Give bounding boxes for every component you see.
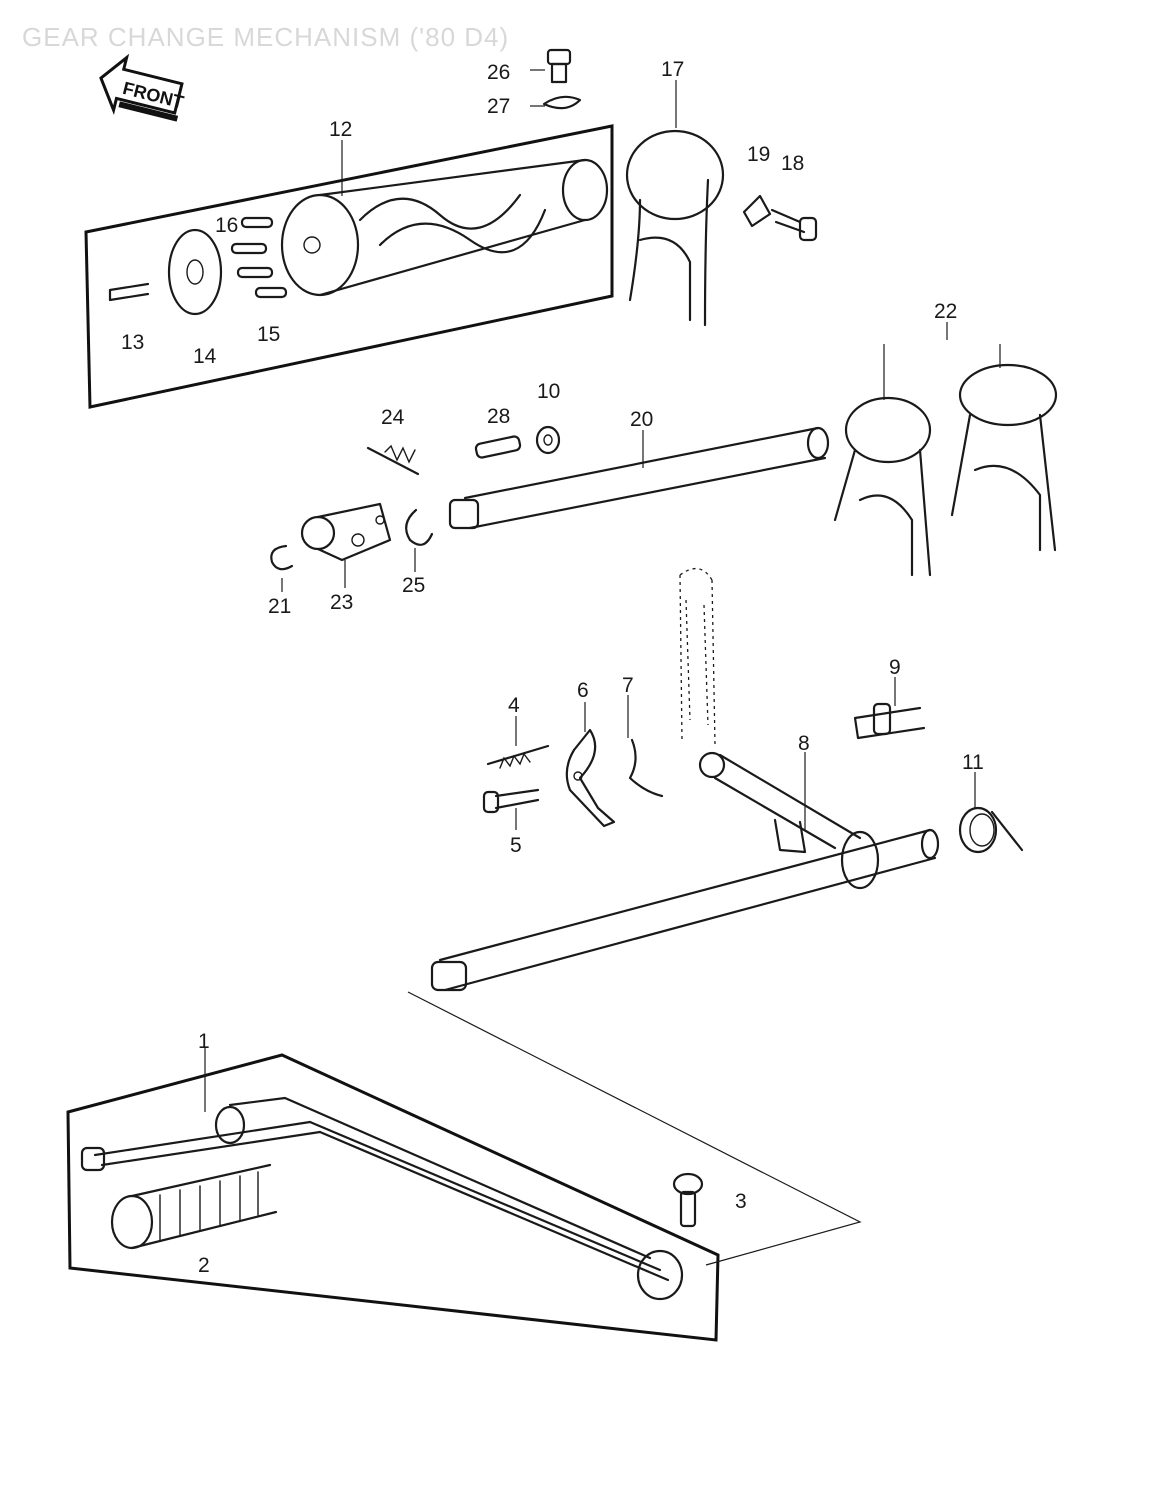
callout-10: 10 <box>537 380 560 403</box>
shaft-to-pedal-guide <box>407 991 862 1266</box>
callout-7: 7 <box>622 674 634 697</box>
callout-6: 6 <box>577 679 589 702</box>
callout-12: 12 <box>329 118 352 141</box>
part-18-bolt <box>770 208 818 242</box>
part-19-plate <box>742 194 772 228</box>
callout-3: 3 <box>735 1190 747 1213</box>
callout-16: 16 <box>215 214 238 237</box>
part-26-screw <box>546 48 572 84</box>
leader-lines <box>204 69 1001 1112</box>
callout-9: 9 <box>889 656 901 679</box>
callout-2: 2 <box>198 1254 210 1277</box>
callout-labels: 1 2 3 4 5 6 7 8 9 10 11 12 13 14 15 16 1… <box>121 58 984 1277</box>
callout-18: 18 <box>781 152 804 175</box>
part-17-fork <box>625 129 725 327</box>
part-8-shaft-assembly <box>430 568 940 992</box>
callout-1: 1 <box>198 1030 210 1053</box>
part-6-stopper <box>565 728 616 828</box>
callout-21: 21 <box>268 595 291 618</box>
callout-11: 11 <box>962 751 984 774</box>
part-3-bolt <box>672 1172 704 1228</box>
callout-13: 13 <box>121 331 144 354</box>
callout-27: 27 <box>487 95 510 118</box>
part-9-bolt <box>853 702 926 740</box>
callout-20: 20 <box>630 408 653 431</box>
part-2-rubber <box>110 1163 278 1250</box>
part-23-lever <box>300 502 392 562</box>
callout-25: 25 <box>402 574 425 597</box>
part-27-washer <box>542 95 582 110</box>
part-24-spring <box>366 444 420 476</box>
part-20-shaft <box>448 426 830 530</box>
callout-19: 19 <box>747 143 770 166</box>
callout-15: 15 <box>257 323 280 346</box>
part-21-clip <box>270 544 294 571</box>
callout-23: 23 <box>330 591 353 614</box>
part-7-spring <box>628 738 664 798</box>
callout-17: 17 <box>661 58 684 81</box>
callout-24: 24 <box>381 406 405 429</box>
part-4-spring <box>486 744 550 769</box>
diagram-title: GEAR CHANGE MECHANISM ('80 D4) <box>22 22 510 52</box>
callout-8: 8 <box>798 732 810 755</box>
callout-26: 26 <box>487 61 510 84</box>
callout-5: 5 <box>510 834 522 857</box>
part-11-spring <box>958 806 1024 854</box>
part-28-pin <box>474 435 522 459</box>
part-5-bolt <box>482 788 540 814</box>
part-25-ring <box>405 508 434 546</box>
part-12-box <box>84 124 614 409</box>
part-22-forks <box>833 363 1058 577</box>
callout-22: 22 <box>934 300 957 323</box>
callout-4: 4 <box>508 694 520 717</box>
front-arrow-icon: FRONT <box>99 53 186 122</box>
callout-28: 28 <box>487 405 510 428</box>
part-1-box <box>66 1053 720 1342</box>
callout-14: 14 <box>193 345 217 368</box>
part-10-nut <box>535 425 561 455</box>
